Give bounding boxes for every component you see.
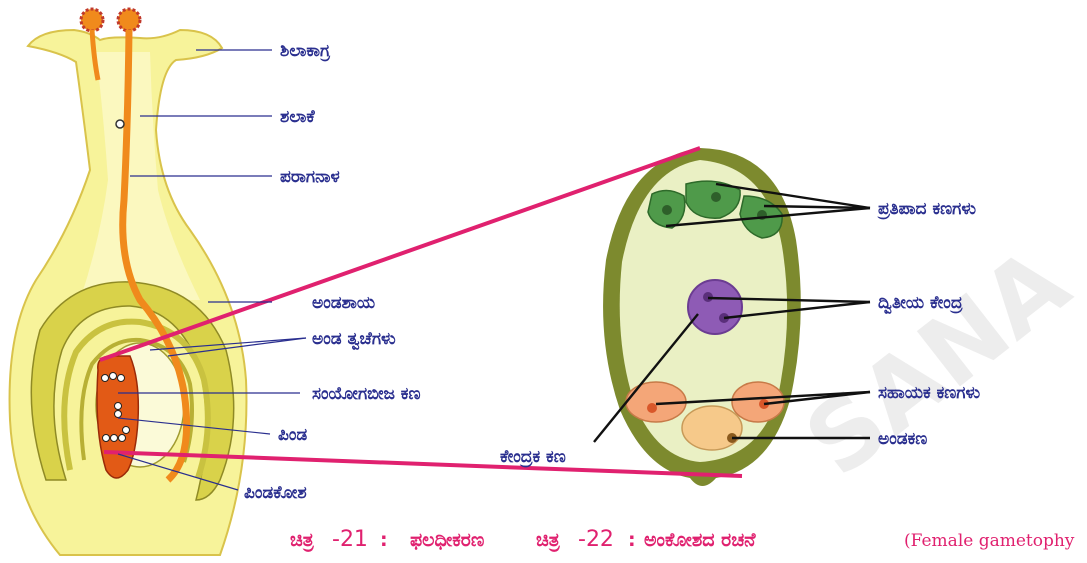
caption-fig21-title: ಫಲಧೀಕರಣ xyxy=(410,529,485,551)
label-embryo-sac-sheath: ಪಿಂಡಕೋಶ xyxy=(244,483,307,503)
synergid-nucleus xyxy=(647,403,657,413)
watermark: SANA xyxy=(785,226,1087,498)
caption-fig22-title: ಅಂಕೋಶದ ರಚನೆ xyxy=(644,529,757,551)
antipodal-dot xyxy=(101,374,109,382)
right-leaders xyxy=(593,182,871,443)
label-stigma: ಶಿಲಾಕಾಗ್ರ xyxy=(280,41,331,62)
label-nucleus: ಕೇಂದ್ರಕ ಕಣ xyxy=(500,447,566,468)
caption-fig22-prefix: ಚಿತ್ರ xyxy=(536,529,561,552)
polar-body xyxy=(703,292,713,302)
label-zygote: ಸಂಯೋಗಬೀಜ ಕಣ xyxy=(312,384,421,404)
egg-cell xyxy=(681,405,743,451)
label-egg-cell: ಅಂಡಕಣ xyxy=(878,429,927,449)
label-nucellus: ಪಿಂಡ xyxy=(278,425,307,445)
egg-apparatus-dot xyxy=(102,434,110,442)
pollen-tube-2 xyxy=(119,29,191,483)
pollen-tube-1 xyxy=(89,29,101,81)
pollen-grain-left xyxy=(79,7,105,33)
caption-fig22-english: (Female gametophy xyxy=(904,531,1075,551)
pollen-grain-right xyxy=(116,7,142,33)
label-ovary: ಅಂಡಶಾಯ xyxy=(312,293,375,313)
ovary-wall xyxy=(30,281,235,501)
caption-fig21-prefix: ಚಿತ್ರ xyxy=(290,529,315,552)
label-pollen-tube: ಪರಾಗನಾಳ xyxy=(280,167,340,187)
zoom-line-bottom xyxy=(103,450,743,478)
secondary-nucleus xyxy=(687,279,743,335)
polar-nucleus xyxy=(114,410,122,418)
egg-apparatus-dot xyxy=(118,434,126,442)
label-style: ಶಲಾಕೆ xyxy=(280,107,316,127)
integument-outer xyxy=(61,318,211,479)
label-integuments: ಅಂಡ ತ್ವಚೆಗಳು xyxy=(312,329,396,351)
polar-nucleus xyxy=(114,402,122,410)
left-leaders xyxy=(117,49,307,491)
caption-fig21-colon: : xyxy=(380,529,388,551)
antipodal-nucleus xyxy=(662,205,672,215)
figure-caption: ಚಿತ್ರ -21 : ಫಲಧೀಕರಣ ಚಿತ್ರ -22 : ಅಂಕೋಶದ ರ… xyxy=(290,527,1075,552)
embryo-sac-figure xyxy=(603,148,801,486)
label-synergids: ಸಹಾಯಕ ಕಣಗಳು xyxy=(878,383,981,403)
egg-apparatus-dot xyxy=(122,426,130,434)
male-nucleus xyxy=(115,119,125,129)
integument-inner xyxy=(79,337,194,463)
caption-fig22-number: -22 xyxy=(578,527,614,552)
pistil-figure xyxy=(8,7,248,556)
antipodal-dot xyxy=(117,374,125,382)
antipodal-dot xyxy=(109,372,117,380)
caption-fig21-number: -21 xyxy=(332,527,368,552)
egg-apparatus-dot xyxy=(110,434,118,442)
caption-fig22-colon: : xyxy=(628,529,636,551)
zoom-line-top xyxy=(99,146,701,362)
label-secondary-nucleus: ದ್ವಿತೀಯ ಕೇಂದ್ರ xyxy=(878,293,964,315)
label-antipodal-cells: ಪ್ರತಿಪಾದ ಕಣಗಳು xyxy=(877,199,977,220)
antipodal-nucleus xyxy=(711,192,721,202)
